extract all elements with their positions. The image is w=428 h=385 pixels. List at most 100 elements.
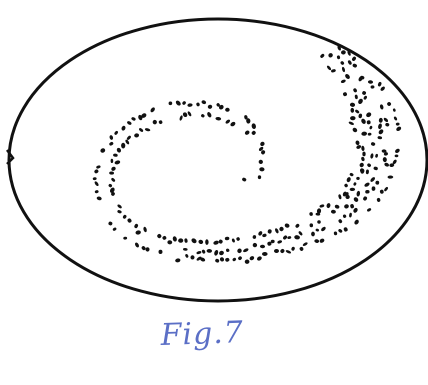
spiral-dot xyxy=(143,226,148,232)
spiral-dot xyxy=(340,60,345,65)
spiral-dot xyxy=(225,237,230,241)
spiral-dot xyxy=(185,254,189,259)
spiral-dot xyxy=(262,233,267,237)
spiral-dot xyxy=(207,104,213,109)
spiral-dot xyxy=(309,223,313,227)
spiral-dot xyxy=(358,113,362,118)
spiral-dot xyxy=(361,131,367,136)
spiral-dot xyxy=(206,111,212,118)
spiral-dot xyxy=(362,152,365,157)
spiral-dot xyxy=(158,120,163,125)
spiral-dot xyxy=(94,190,99,194)
spiral-dot xyxy=(225,257,230,262)
spiral-dot xyxy=(114,130,119,135)
spiral-dot xyxy=(274,249,279,253)
spiral-dot xyxy=(370,85,374,88)
spiral-dot xyxy=(342,92,347,97)
spiral-dot xyxy=(331,69,337,73)
spiral-dot xyxy=(258,159,264,165)
spiral-dot xyxy=(368,133,372,136)
spiral-dot xyxy=(134,223,139,229)
spiral-dot xyxy=(100,147,106,153)
spiral-dot xyxy=(213,240,220,245)
spiral-dot xyxy=(353,219,359,226)
spiral-dot xyxy=(109,135,114,141)
spiral-dot xyxy=(349,172,354,176)
spiral-dot xyxy=(370,176,376,182)
spiral-dot xyxy=(372,186,376,191)
spiral-dot xyxy=(375,154,378,158)
spiral-dot xyxy=(237,256,242,261)
spiral-dot xyxy=(282,235,288,241)
spiral-dot xyxy=(112,227,117,232)
spiral-dot xyxy=(359,162,365,168)
spiral-dot xyxy=(357,98,364,105)
spiral-dot xyxy=(141,245,146,251)
spiral-dot xyxy=(395,155,399,158)
spiral-dot xyxy=(344,73,351,80)
spiral-dot xyxy=(294,235,300,240)
spiral-dot xyxy=(206,249,212,253)
spiral-dot xyxy=(317,220,321,224)
spiral-dot xyxy=(344,204,350,209)
spiral-dot xyxy=(394,148,400,154)
spiral-dot xyxy=(366,120,371,125)
figure-caption: Fig.7 xyxy=(160,313,292,368)
spiral-dot xyxy=(123,237,127,240)
spiral-dot xyxy=(340,79,346,84)
spiral-dot xyxy=(179,115,183,121)
spiral-dot xyxy=(315,228,319,232)
spiral-dot xyxy=(110,166,116,172)
spiral-dot xyxy=(356,177,360,180)
spiral-dot xyxy=(172,236,177,242)
spiral-dot xyxy=(182,100,187,105)
spiral-dot xyxy=(346,176,352,182)
spiral-dot xyxy=(150,107,156,114)
spiral-dot xyxy=(200,113,205,118)
spiral-dot xyxy=(196,250,202,254)
spiral-dot xyxy=(175,100,182,107)
spiral-dot xyxy=(360,118,366,125)
spiral-dot xyxy=(135,230,141,235)
spiral-dot-cluster xyxy=(93,45,402,264)
spiral-dot xyxy=(375,180,379,185)
spiral-dot xyxy=(347,60,352,66)
spiral-dot xyxy=(245,259,250,264)
spiral-dot xyxy=(252,242,258,248)
spiral-dot xyxy=(353,196,359,203)
spiral-dot xyxy=(356,191,360,197)
spiral-dot xyxy=(337,55,341,59)
spiral-dot xyxy=(279,226,285,232)
spiral-dot xyxy=(365,190,370,194)
spiral-dot xyxy=(350,108,354,113)
spiral-dot xyxy=(384,162,390,168)
spiral-dot xyxy=(341,50,347,55)
spiral-dot xyxy=(201,249,206,254)
spiral-dot xyxy=(122,214,127,219)
spiral-dot xyxy=(94,169,100,174)
spiral-dot xyxy=(287,236,292,240)
spiral-dot xyxy=(242,177,247,182)
spiral-dot xyxy=(354,94,358,99)
spiral-dot xyxy=(231,238,235,243)
spiral-dot xyxy=(252,235,256,239)
spiral-dot xyxy=(309,212,313,216)
spiral-dot xyxy=(109,171,114,174)
spiral-dot xyxy=(388,175,394,178)
spiral-dot xyxy=(311,232,315,237)
spiral-dot xyxy=(350,116,356,120)
spiral-dot xyxy=(108,221,113,226)
spiral-dot xyxy=(379,118,383,123)
spiral-dot xyxy=(125,139,130,145)
spiral-dot xyxy=(93,177,97,180)
spiral-dot xyxy=(338,194,342,200)
spiral-dot xyxy=(352,127,358,133)
spiral-dot xyxy=(96,165,101,169)
spiral-dot xyxy=(145,247,149,252)
spiral-dot xyxy=(396,122,400,126)
spiral-dot xyxy=(117,210,122,214)
spiral-dot xyxy=(126,135,131,141)
spiral-dot xyxy=(190,255,194,259)
spiral-dot xyxy=(218,250,224,256)
spiral-dot xyxy=(259,141,265,147)
